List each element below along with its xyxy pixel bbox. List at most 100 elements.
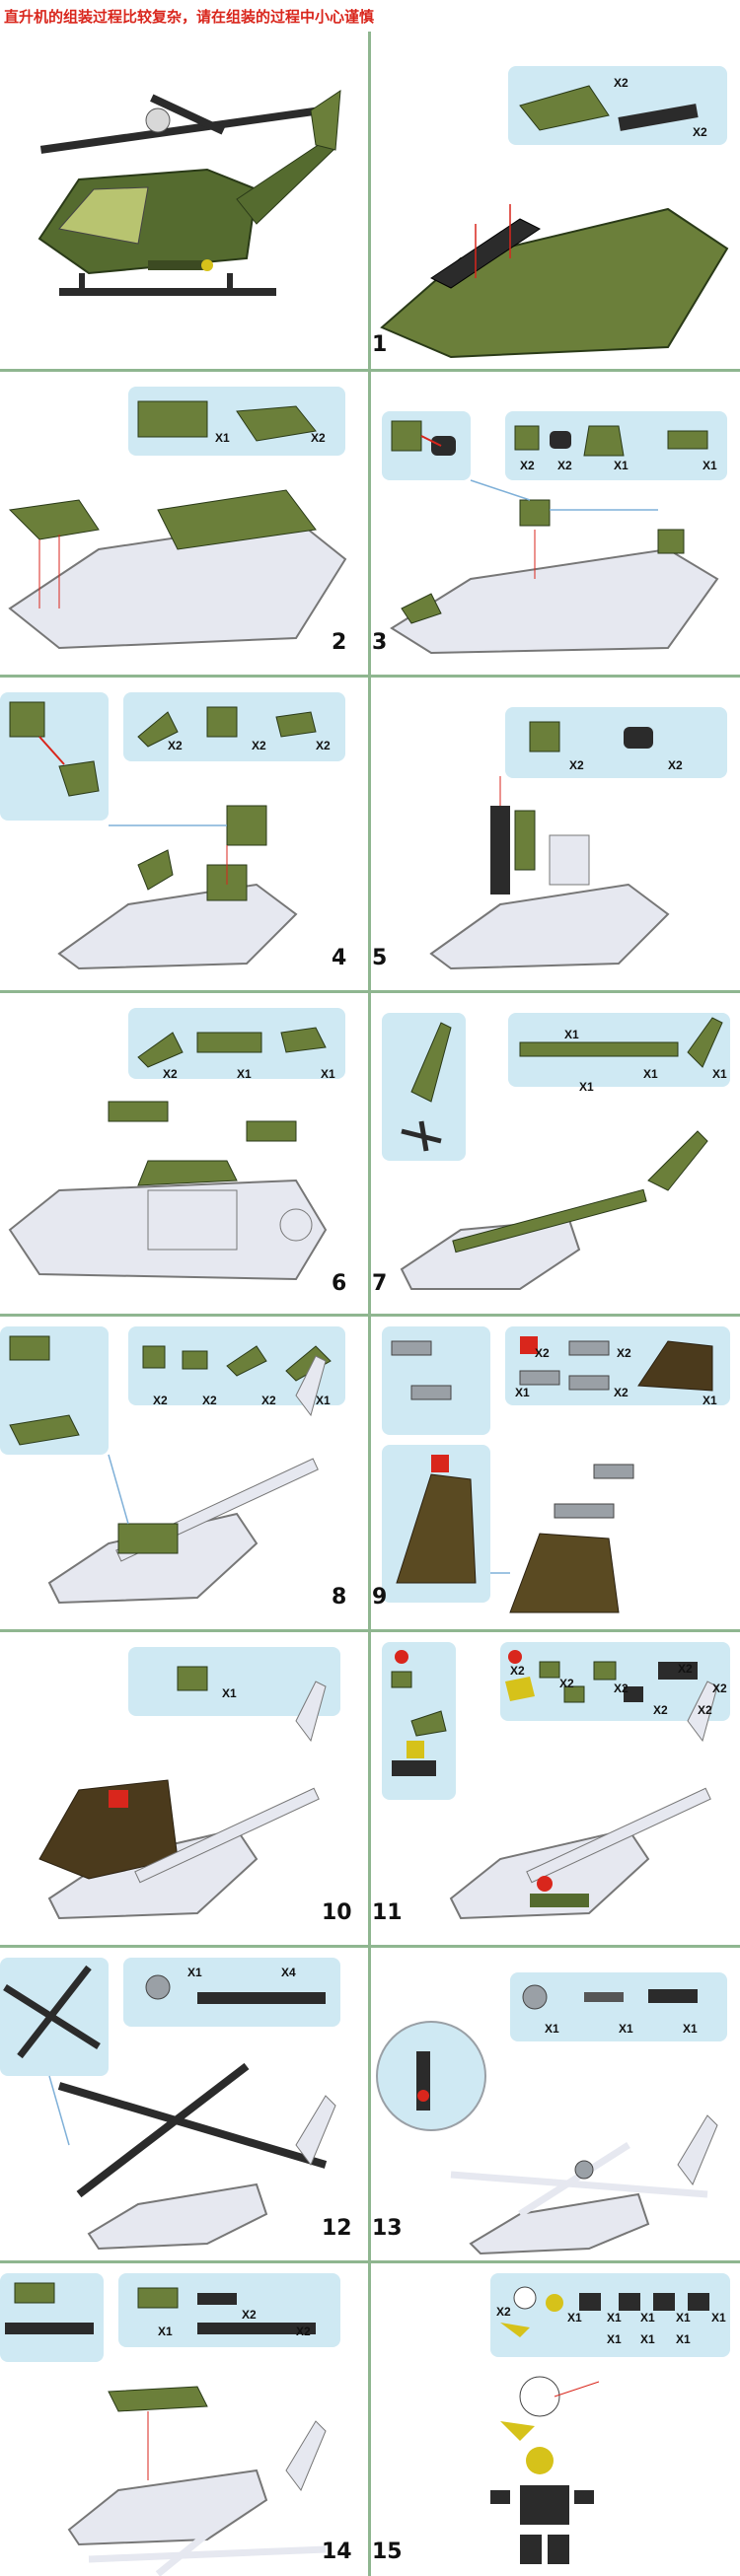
part-quantity: X2 bbox=[678, 1662, 693, 1676]
part-quantity: X4 bbox=[281, 1966, 296, 1979]
assembly-warning: 直升机的组装过程比较复杂，请在组装的过程中小心谨慎 bbox=[4, 8, 375, 26]
part-quantity: X2 bbox=[712, 1682, 727, 1695]
part-quantity: X1 bbox=[564, 1028, 579, 1041]
step-4-illustration bbox=[9, 701, 317, 970]
part-quantity: X1 bbox=[676, 2311, 691, 2325]
step-3-cell: X2 X2 X1 X1 3 bbox=[372, 372, 740, 674]
parts-panel bbox=[500, 1642, 730, 1721]
part-quantity: X1 bbox=[640, 2311, 655, 2325]
step-6-illustration bbox=[8, 1027, 328, 1281]
part-quantity: X2 bbox=[316, 739, 331, 752]
completed-helicopter-cell bbox=[0, 32, 367, 367]
part-quantity: X2 bbox=[520, 459, 535, 472]
step-3-illustration bbox=[390, 420, 719, 655]
part-quantity: X2 bbox=[496, 2305, 511, 2319]
part-quantity: X1 bbox=[237, 1067, 252, 1081]
part-quantity: X2 bbox=[617, 1346, 631, 1360]
row-divider bbox=[0, 2260, 740, 2263]
row-divider bbox=[0, 675, 740, 678]
step-12-cell: X1 X4 12 bbox=[0, 1948, 367, 2259]
parts-panel bbox=[118, 2273, 340, 2347]
step-14-cell: X2 X1 X2 14 bbox=[0, 2263, 367, 2576]
step-12-illustration bbox=[3, 1965, 336, 2251]
part-quantity: X2 bbox=[153, 1394, 168, 1407]
step-number: 3 bbox=[372, 630, 388, 655]
part-quantity: X1 bbox=[607, 2311, 622, 2325]
step-number: 12 bbox=[322, 2216, 352, 2241]
completed-helicopter-illustration bbox=[37, 90, 341, 296]
part-quantity: X1 bbox=[711, 2311, 726, 2325]
row-divider bbox=[0, 369, 740, 372]
part-quantity: X1 bbox=[614, 459, 629, 472]
step-4-cell: X2 X2 X2 4 bbox=[0, 678, 367, 989]
step-14-illustration bbox=[5, 2282, 327, 2576]
part-quantity: X1 bbox=[158, 2325, 173, 2338]
part-quantity: X2 bbox=[614, 1386, 629, 1399]
step-1-illustration bbox=[380, 85, 729, 359]
step-7-cell: X1 X1 X1 X1 7 bbox=[372, 993, 740, 1313]
step-1-cell: X2 X2 1 bbox=[372, 32, 740, 367]
part-quantity: X1 bbox=[515, 1386, 530, 1399]
instruction-grid: X2 X2 1 X1 X2 2 bbox=[0, 32, 740, 2576]
part-quantity: X1 bbox=[703, 459, 717, 472]
part-quantity: X2 bbox=[163, 1067, 178, 1081]
part-quantity: X1 bbox=[703, 1394, 717, 1407]
step-15-cell: X2 X1 X1 X1 X1 X1 X1 X1 X1 15 bbox=[372, 2263, 740, 2576]
step-number: 7 bbox=[372, 1271, 388, 1296]
step-number: 11 bbox=[372, 1900, 403, 1925]
parts-panel bbox=[510, 1972, 727, 2041]
part-quantity: X1 bbox=[712, 1067, 727, 1081]
page-header: 直升机的组装过程比较复杂，请在组装的过程中小心谨慎 bbox=[0, 0, 740, 32]
step-number: 9 bbox=[372, 1585, 388, 1610]
part-quantity: X2 bbox=[668, 758, 683, 772]
step-10-illustration bbox=[38, 1666, 327, 1920]
part-quantity: X1 bbox=[222, 1686, 237, 1700]
step-number: 15 bbox=[372, 2540, 403, 2564]
row-divider bbox=[0, 1314, 740, 1317]
row-divider bbox=[0, 1629, 740, 1632]
part-quantity: X1 bbox=[683, 2022, 698, 2036]
step-13-illustration bbox=[376, 1984, 718, 2255]
step-13-cell: X1 X1 X1 13 bbox=[372, 1948, 740, 2259]
step-number: 8 bbox=[332, 1585, 347, 1610]
part-quantity: X2 bbox=[252, 739, 266, 752]
part-quantity: X1 bbox=[640, 2332, 655, 2346]
part-quantity: X2 bbox=[296, 2325, 311, 2338]
part-quantity: X2 bbox=[569, 758, 584, 772]
step-9-cell: X2 X2 X1 X2 X1 9 bbox=[372, 1317, 740, 1628]
step-number: 5 bbox=[372, 946, 388, 970]
step-6-cell: X2 X1 X1 6 bbox=[0, 993, 367, 1313]
step-8-illustration bbox=[9, 1335, 332, 1605]
part-quantity: X2 bbox=[653, 1703, 668, 1717]
vertical-divider bbox=[368, 32, 371, 2576]
step-5-cell: X2 X2 5 bbox=[372, 678, 740, 989]
step-number: 10 bbox=[322, 1900, 352, 1925]
step-number: 6 bbox=[332, 1271, 347, 1296]
part-quantity: X1 bbox=[567, 2311, 582, 2325]
part-quantity: X1 bbox=[187, 1966, 202, 1979]
part-quantity: X2 bbox=[535, 1346, 550, 1360]
part-quantity: X1 bbox=[316, 1394, 331, 1407]
part-quantity: X2 bbox=[311, 431, 326, 445]
part-quantity: X2 bbox=[242, 2308, 257, 2322]
part-quantity: X2 bbox=[614, 1682, 629, 1695]
part-quantity: X1 bbox=[643, 1067, 658, 1081]
part-quantity: X2 bbox=[693, 125, 707, 139]
step-2-illustration bbox=[8, 400, 347, 650]
step-5-illustration bbox=[429, 721, 670, 970]
step-10-cell: X1 10 bbox=[0, 1632, 367, 1944]
parts-panel bbox=[490, 2273, 730, 2357]
part-quantity: X2 bbox=[698, 1703, 712, 1717]
part-quantity: X2 bbox=[202, 1394, 217, 1407]
part-quantity: X2 bbox=[557, 459, 572, 472]
step-15-illustration bbox=[490, 2286, 709, 2564]
step-number: 1 bbox=[372, 332, 388, 357]
row-divider bbox=[0, 1945, 740, 1948]
part-quantity: X1 bbox=[215, 431, 230, 445]
step-number: 13 bbox=[372, 2216, 403, 2241]
step-8-cell: X2 X2 X2 X1 8 bbox=[0, 1317, 367, 1628]
row-divider bbox=[0, 990, 740, 993]
part-quantity: X1 bbox=[321, 1067, 335, 1081]
part-quantity: X1 bbox=[607, 2332, 622, 2346]
step-number: 14 bbox=[322, 2540, 352, 2564]
